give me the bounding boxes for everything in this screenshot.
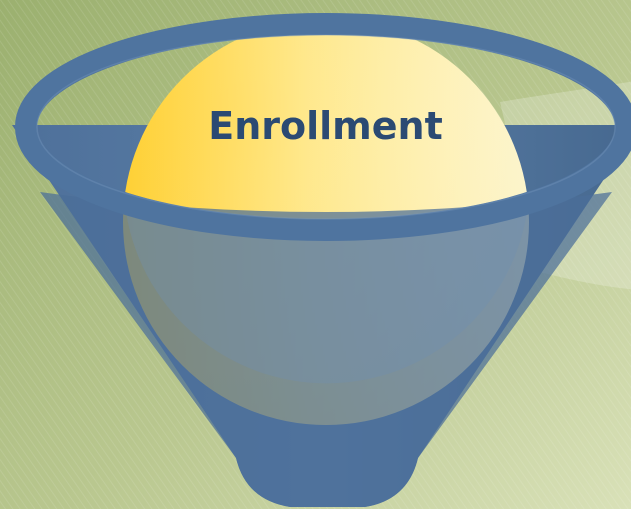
funnel-front-overlay xyxy=(40,192,612,507)
sphere-lower-silhouette xyxy=(125,205,528,384)
funnel-rim xyxy=(15,13,631,241)
funnel-rim-highlight xyxy=(36,34,616,220)
